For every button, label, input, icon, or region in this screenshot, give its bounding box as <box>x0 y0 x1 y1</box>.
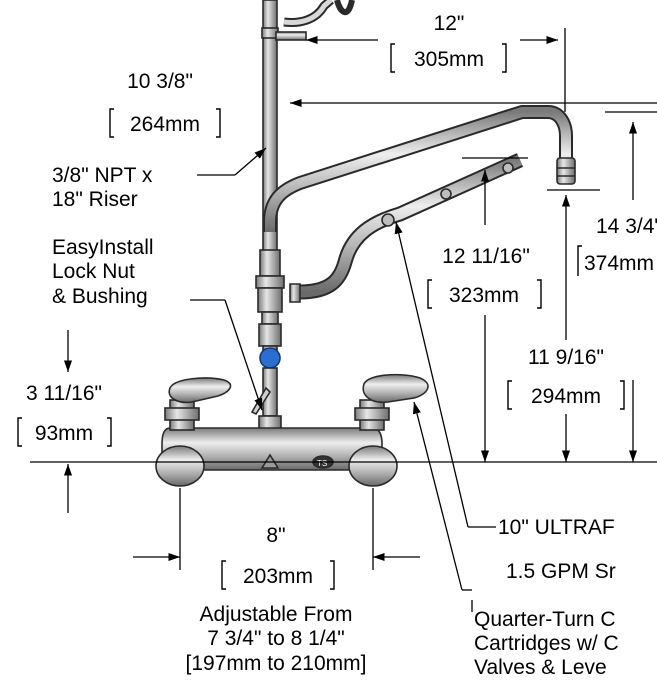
bracket-203mm <box>221 560 335 590</box>
right-lever-handle <box>362 373 429 404</box>
left-lever-handle <box>168 377 232 404</box>
bracket-305mm <box>390 43 507 73</box>
label-11-9-16in: 11 9/16" <box>528 346 604 369</box>
label-294mm: 294mm <box>531 385 601 408</box>
right-wall-flange <box>348 445 398 487</box>
svg-text:TS: TS <box>317 459 327 468</box>
check-valve-blue-handle <box>259 347 281 369</box>
riser-bracket <box>275 31 307 41</box>
spout-aerator <box>556 157 576 185</box>
left-wall-flange <box>155 445 205 487</box>
labels: 12" 305mm 10 3/8" 264mm 3/8" NPT x 18" R… <box>17 12 657 679</box>
callout-cartridge-line3: Valves & Leve <box>474 656 607 679</box>
adjustable-line2: 7 3/4" to 8 1/4" <box>207 627 345 650</box>
label-374mm: 374mm <box>584 252 654 275</box>
callout-locknut-line2: Lock Nut <box>52 260 135 283</box>
label-323mm: 323mm <box>449 284 519 307</box>
bracket-294mm <box>507 380 625 410</box>
label-3-11-16in: 3 11/16" <box>26 382 102 405</box>
faucet-illustration: TS <box>155 0 576 487</box>
label-12-11-16in: 12 11/16" <box>442 245 530 268</box>
riser-tee <box>257 287 283 313</box>
adjustable-line1: Adjustable From <box>200 603 353 626</box>
bracket-264mm <box>109 108 221 138</box>
bracket-323mm <box>427 279 542 309</box>
label-10-3-8in: 10 3/8" <box>127 70 193 93</box>
label-14-3-4in: 14 3/4" <box>596 215 657 238</box>
label-12in: 12" <box>434 12 465 35</box>
label-264mm: 264mm <box>130 113 200 136</box>
callout-riser-line2: 18" Riser <box>52 188 138 211</box>
label-93mm: 93mm <box>35 422 93 445</box>
riser-lock-nut-upper <box>259 249 281 277</box>
adjustable-line3: [197mm to 210mm] <box>186 652 367 675</box>
dimension-lines <box>30 28 657 591</box>
callout-sprayer-line1: 10" ULTRAF <box>498 516 615 539</box>
label-8in: 8" <box>266 524 285 547</box>
callout-cartridge-line2: Cartridges w/ C <box>474 632 619 655</box>
label-305mm: 305mm <box>414 48 484 71</box>
callout-cartridge-line1: Quarter-Turn C <box>474 608 616 631</box>
callout-locknut-line1: EasyInstall <box>52 236 154 259</box>
callout-locknut-line3: & Bushing <box>52 285 148 308</box>
callout-sprayer-line2: 1.5 GPM Sr <box>506 560 616 583</box>
callout-riser-line1: 3/8" NPT x <box>52 164 153 187</box>
label-203mm: 203mm <box>243 565 313 588</box>
bracket-93mm <box>17 417 112 447</box>
easyinstall-lock-nut <box>258 323 282 347</box>
